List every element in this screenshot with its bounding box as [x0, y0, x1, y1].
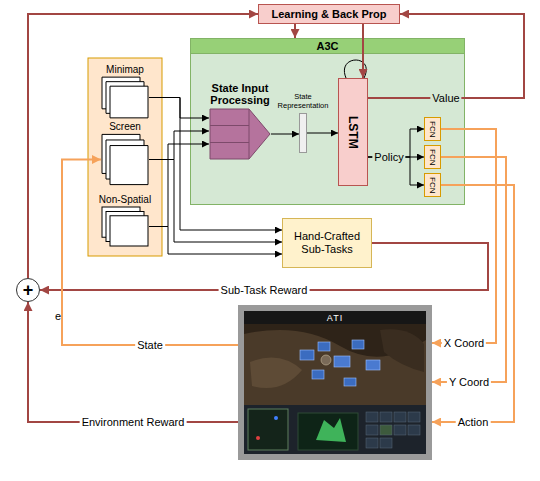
edge-label: Environment Reward — [80, 416, 187, 429]
game-command-button — [394, 425, 406, 435]
node-label: FCN — [428, 149, 437, 165]
edge-label: Policy — [372, 151, 405, 164]
game-ui-panel — [244, 405, 426, 454]
edge-label: Action — [456, 416, 491, 429]
game-unit — [366, 360, 380, 370]
layer-stack — [101, 133, 149, 186]
input-stack: Screen — [94, 121, 156, 187]
edge-label: State — [135, 339, 165, 352]
fcn-box: FCN — [424, 117, 441, 141]
node-label: Non-Spatial — [99, 194, 151, 206]
game-top-bar — [244, 311, 426, 324]
input-stack: Minimap — [94, 64, 156, 120]
layer-sheet — [110, 86, 148, 118]
game-minimap-dot — [274, 416, 278, 420]
game-screen: ATI — [238, 305, 432, 460]
connector — [432, 185, 514, 422]
connector — [149, 227, 282, 255]
processing-block: State Input Processing — [208, 82, 272, 162]
fcn-box: FCN — [424, 173, 441, 197]
connector — [294, 24, 296, 38]
game-command-button — [394, 412, 406, 422]
processing-shape — [209, 108, 271, 160]
game-command-button — [380, 412, 392, 422]
group-box: A3C State Input ProcessingState Represent… — [190, 38, 465, 205]
game-unit — [312, 370, 324, 379]
node-label: ATI — [244, 313, 426, 323]
state-bar — [299, 113, 307, 153]
game-command-button — [366, 438, 378, 448]
layer-sheet — [110, 146, 148, 185]
game-building — [321, 355, 331, 365]
node-label: Screen — [109, 121, 141, 133]
game-command-button — [408, 412, 420, 422]
game-cliff — [380, 329, 424, 372]
node-label: Learning & Back Prop — [272, 8, 387, 21]
sum-node: + — [16, 278, 40, 302]
process-box: Learning & Back Prop — [258, 4, 400, 24]
node-label: Hand-Crafted Sub-Tasks — [283, 230, 371, 255]
node-label: + — [23, 281, 34, 299]
node-label: A3C — [191, 39, 464, 54]
game-unit — [352, 340, 364, 349]
game-unit — [344, 378, 356, 386]
node-label: FCN — [428, 177, 437, 193]
game-portrait-figure — [316, 418, 346, 442]
fcn-box: FCN — [424, 145, 441, 169]
game-terrain — [244, 330, 426, 405]
process-box: Hand-Crafted Sub-Tasks — [282, 218, 372, 268]
free-label: e — [55, 310, 61, 323]
edge-label: X Coord — [442, 337, 486, 350]
game-command-button — [366, 412, 378, 422]
state-vector: State Representation — [272, 92, 334, 158]
game-portrait — [298, 413, 358, 450]
game-minimap-dot — [256, 436, 260, 440]
node-label: FCN — [428, 121, 437, 137]
node-label: State Representation — [272, 92, 334, 110]
game-command-button — [380, 425, 392, 435]
input-stack: Non-Spatial — [94, 194, 156, 248]
layer-stack — [101, 76, 149, 119]
layer-stack — [101, 206, 149, 247]
edge-label: Sub-Task Reward — [219, 284, 310, 297]
game-ground — [244, 311, 426, 454]
game-command-button — [380, 438, 392, 448]
connector — [28, 302, 238, 422]
game-command-button — [366, 425, 378, 435]
layer-sheet — [110, 216, 148, 246]
game-unit — [318, 342, 330, 351]
lstm-box: LSTM — [338, 78, 368, 186]
node-label: LSTM — [346, 116, 360, 149]
processing-outline — [210, 109, 270, 159]
edge-label: Value — [430, 92, 461, 105]
node-label: Minimap — [106, 64, 144, 76]
processing-dividers — [210, 109, 249, 159]
game-minimap — [248, 409, 288, 450]
edge-label: Y Coord — [447, 376, 491, 389]
game-rock — [250, 358, 302, 389]
game-unit — [334, 356, 350, 367]
game-command-button — [408, 425, 420, 435]
input-panel — [88, 58, 162, 256]
node-label: State Input Processing — [208, 82, 272, 106]
game-unit — [300, 350, 314, 360]
